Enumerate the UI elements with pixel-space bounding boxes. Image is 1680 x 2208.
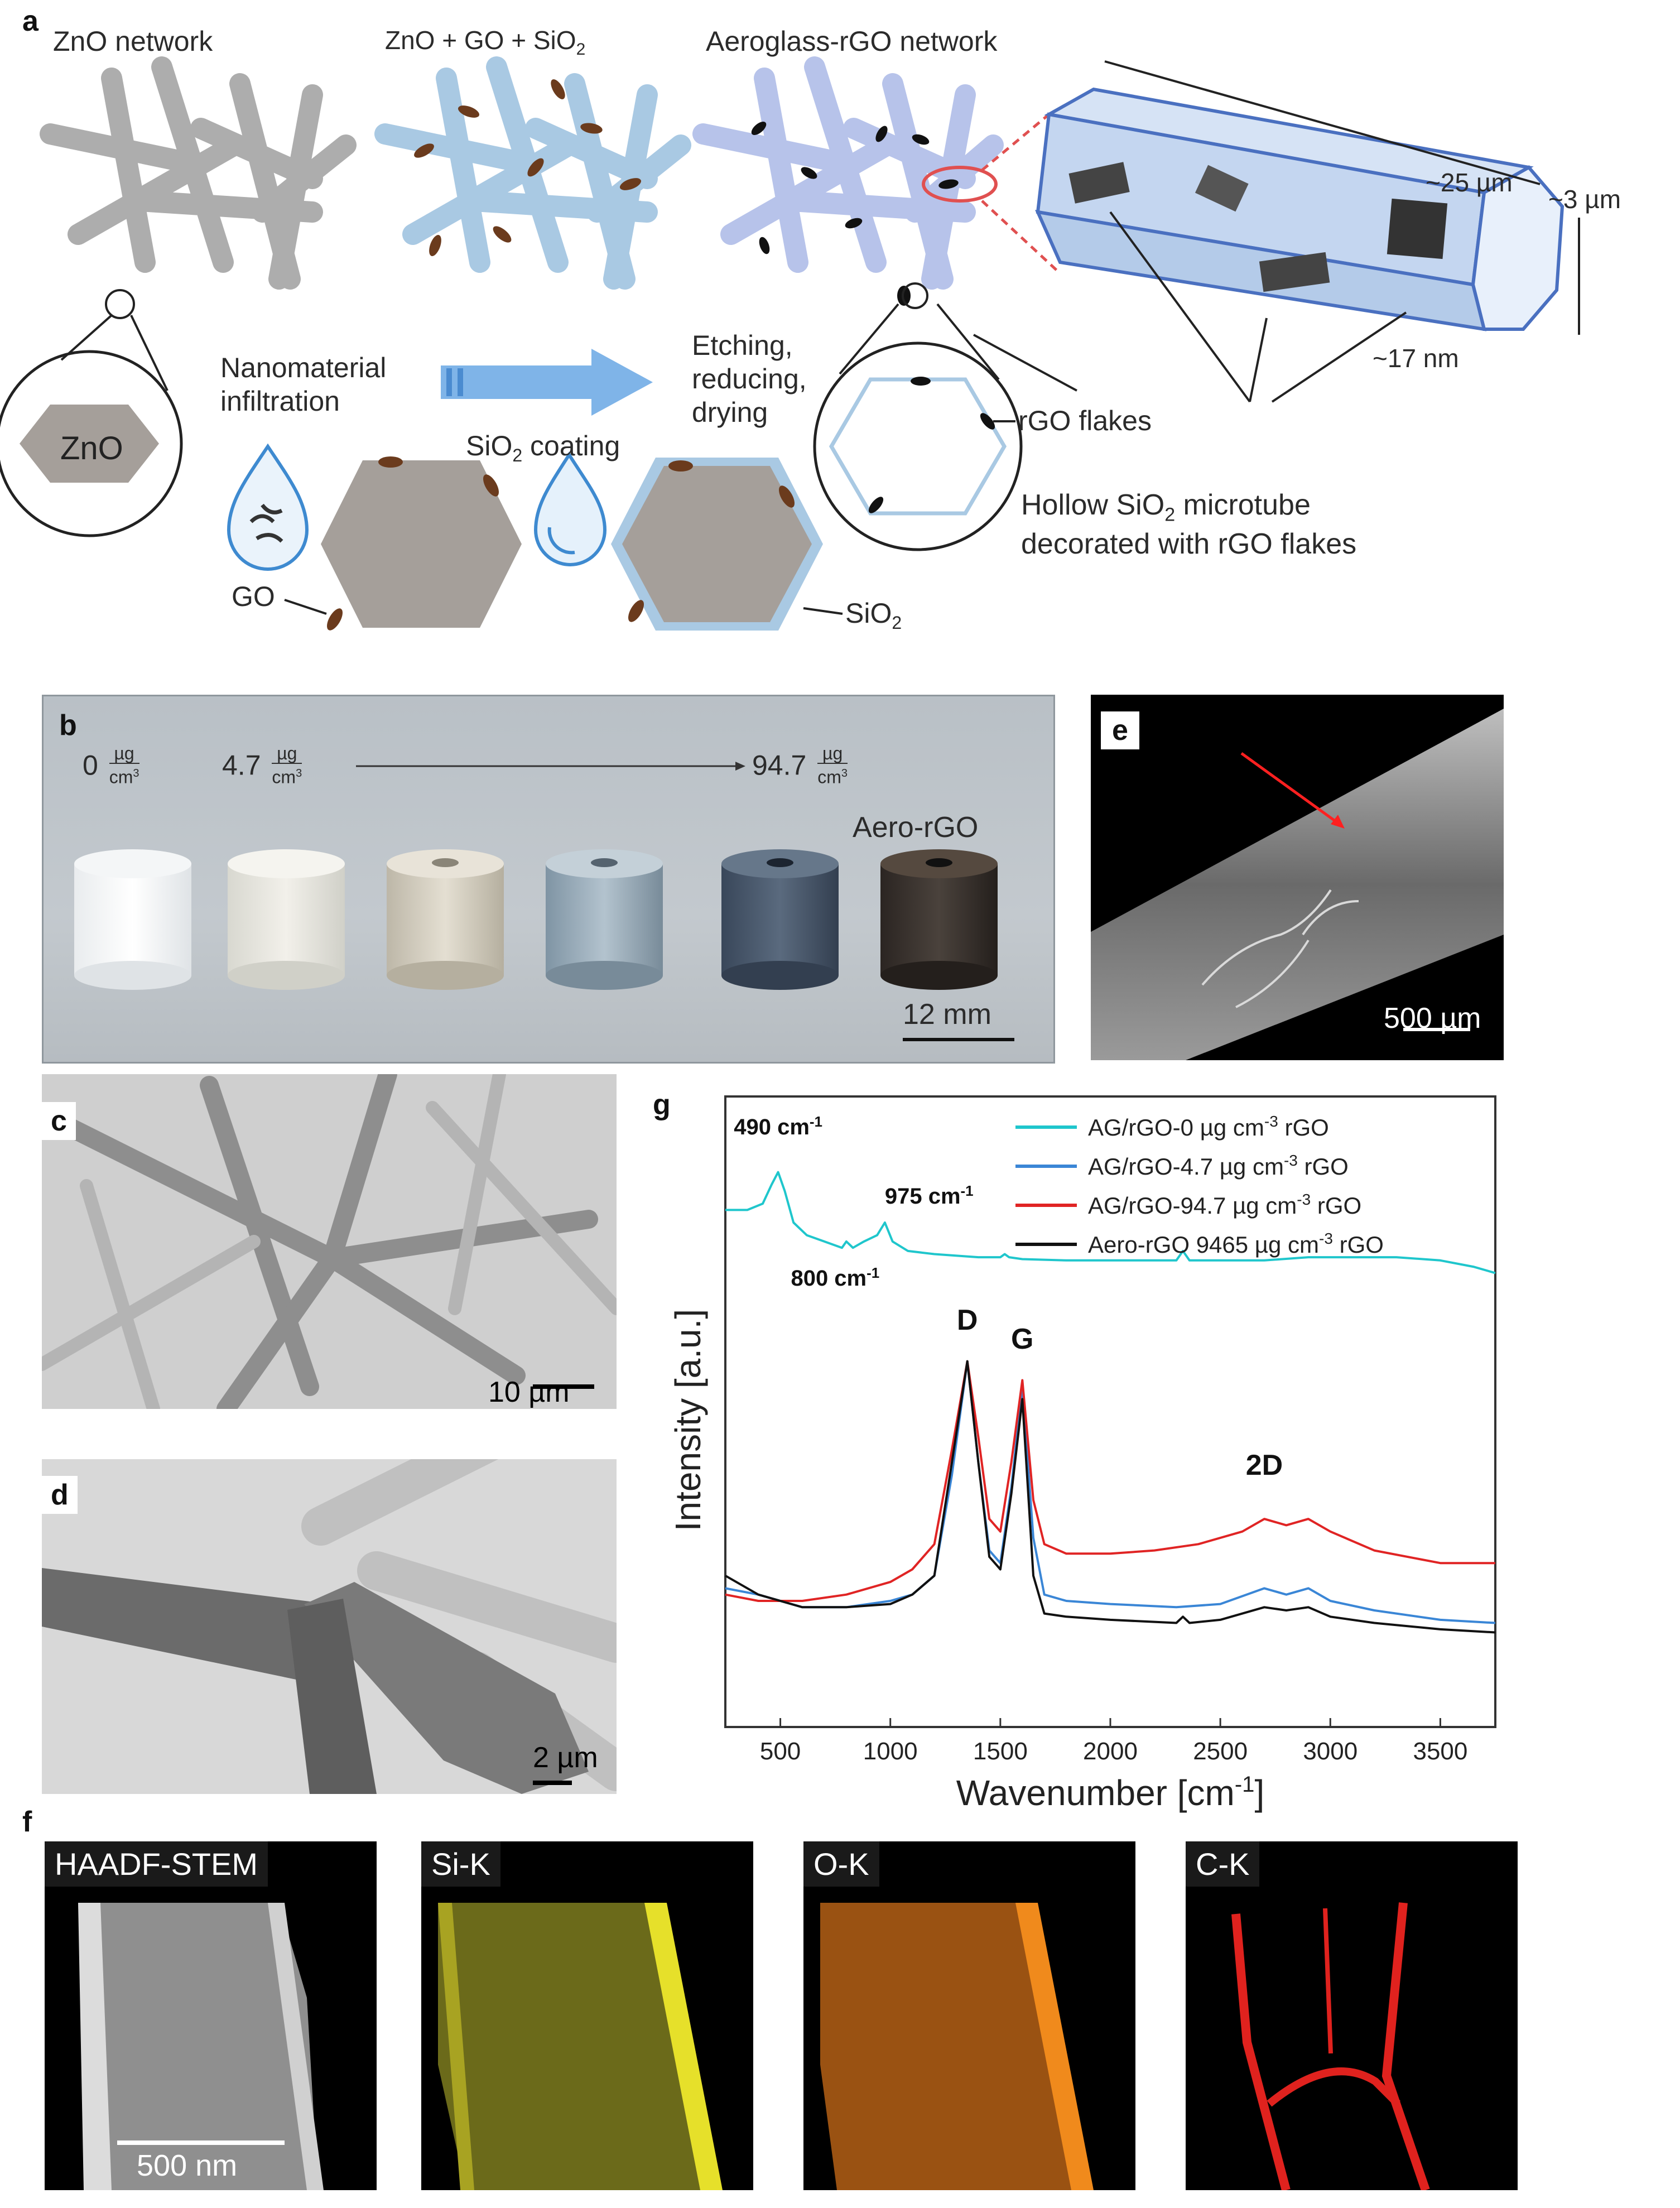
x-tick-label: 2000 [1083, 1738, 1138, 1765]
legend-label-3: Aero-rGO 9465 µg cm-3 rGO [1088, 1230, 1384, 1258]
step3-line1: Etching, [692, 330, 793, 361]
peak-annotation-0: 490 cm-1 [734, 1113, 822, 1139]
x-tick-label: 1000 [863, 1738, 918, 1765]
si-k-label: Si-K [421, 1841, 500, 1887]
haadf-stem-map: HAADF-STEM 500 nm [45, 1841, 377, 2190]
x-tick-label: 3500 [1413, 1738, 1467, 1765]
panel-b-label: b [59, 709, 77, 742]
go-label: GO [232, 581, 275, 612]
panel-e-scale-label: 500 µm [1384, 1002, 1481, 1035]
zno-go-sio2-title: ZnO + GO + SiO2 [385, 26, 586, 59]
peak-annotation-1: 975 cm-1 [885, 1182, 974, 1209]
sem-e-fiber [1091, 709, 1504, 1060]
conc-4-7: 4.7 µg cm3 [222, 743, 302, 787]
peak-annotation-5: 2D [1246, 1449, 1283, 1481]
step1-line2: infiltration [220, 386, 340, 417]
legend-label-0: AG/rGO-0 µg cm-3 rGO [1088, 1113, 1329, 1141]
x-tick-label: 3000 [1303, 1738, 1358, 1765]
go-hexagon [284, 456, 522, 631]
schematic-illustration [0, 56, 1580, 631]
go-drop [227, 443, 309, 571]
x-tick-label: 2500 [1193, 1738, 1248, 1765]
sem-image-e: e 500 µm [1091, 695, 1504, 1060]
panel-c-label: c [42, 1102, 76, 1140]
sem-d-tubes [42, 1459, 617, 1794]
panel-f-scale-label: 500 nm [137, 2149, 238, 2182]
aero-rgo-label: Aero-rGO [853, 811, 979, 844]
panel-e-label: e [1101, 711, 1139, 749]
panel-d-label: d [42, 1476, 78, 1514]
o-k-label: O-K [803, 1841, 879, 1887]
peak-annotation-4: G [1011, 1323, 1033, 1355]
panel-f-label: f [22, 1806, 32, 1838]
sem-c-network [42, 1074, 617, 1409]
process-arrow [441, 349, 653, 416]
microtube-drawing [1034, 60, 1580, 335]
dim-wall: ~17 nm [1373, 344, 1459, 373]
sio2-label: SiO2 [845, 598, 902, 633]
sample-cylinders [74, 849, 1014, 1041]
zno-cross-section [0, 289, 183, 537]
c-k-map: C-K [1186, 1841, 1518, 2190]
zoom-ellipse [922, 166, 998, 203]
peak-annotations: 490 cm-1 975 cm-1 800 cm-1D G 2D [734, 1113, 1283, 1481]
dim-diameter: ~3 µm [1548, 185, 1621, 214]
sio2-drop [533, 451, 607, 566]
series-lines [725, 1171, 1496, 1634]
panel-g-label: g [653, 1089, 671, 1121]
series-line-0 [725, 1171, 1496, 1274]
legend-label-2: AG/rGO-94.7 µg cm-3 rGO [1088, 1191, 1361, 1219]
step3-line3: drying [692, 397, 768, 428]
rgo-flakes-small-label: rGO flakes [1018, 405, 1152, 436]
y-axis-label: Intensity [a.u.] [668, 1309, 708, 1531]
legend: AG/rGO-0 µg cm-3 rGO AG/rGO-4.7 µg cm-3 r… [1015, 1113, 1384, 1258]
rgo-pointer-lines [1109, 211, 1407, 403]
x-tick-label: 500 [760, 1738, 801, 1765]
dim-length: ~25 µm [1426, 168, 1513, 197]
hollow-tube-cross-section [813, 282, 1077, 551]
si-k-map: Si-K [421, 1841, 753, 2190]
sio2-hexagon [611, 458, 843, 631]
x-axis-label: Wavenumber [cm-1] [956, 1772, 1264, 1813]
step1-line1: Nanomaterial [220, 352, 387, 383]
zoom-lines [981, 113, 1061, 275]
zno-network-title: ZnO network [53, 26, 213, 57]
c-k-label: C-K [1186, 1841, 1260, 1887]
x-tick-label: 1500 [973, 1738, 1028, 1765]
sem-image-c: c 10 µm [42, 1074, 617, 1409]
panel-b-scale-label: 12 mm [903, 998, 991, 1031]
concentration-arrow [356, 762, 745, 771]
conc-0: 0 µg cm3 [83, 743, 139, 787]
o-k-map: O-K [803, 1841, 1135, 2190]
series-line-2 [725, 1360, 1495, 1602]
series-line-3 [725, 1360, 1496, 1634]
zno-network-drawing [40, 56, 357, 290]
hollow-line1: Hollow SiO2 microtube [1021, 489, 1311, 526]
peak-annotation-2: 800 cm-1 [791, 1264, 879, 1291]
aerogel-samples-photo: b 0 µg cm3 4.7 µg cm3 94.7 µg cm3 Aero-r… [42, 695, 1055, 1064]
legend-label-1: AG/rGO-4.7 µg cm-3 rGO [1088, 1152, 1349, 1180]
sem-image-d: d 2 µm [42, 1459, 617, 1794]
panel-d-scale-label: 2 µm [533, 1742, 598, 1774]
raman-spectra-chart: 500 1000 1500 2000 2500 3000 3500 AG/rGO-0 µg … [668, 1095, 1496, 1813]
step2-label: SiO2 coating [466, 430, 620, 465]
aeroglass-network-title: Aeroglass-rGO network [706, 26, 998, 57]
aeroglass-network-drawing [692, 56, 1004, 290]
rgo-flakes-drawing [751, 122, 959, 306]
go-flakes-drawing [414, 79, 642, 257]
conc-94-7: 94.7 µg cm3 [752, 743, 848, 787]
zno-circle-label: ZnO [60, 430, 123, 466]
panel-a-label: a [22, 5, 38, 37]
hollow-line2: decorated with rGO flakes [1021, 528, 1357, 560]
plot-frame [724, 1095, 1496, 1728]
x-axis-ticks: 500 1000 1500 2000 2500 3000 3500 [760, 1718, 1467, 1765]
panel-c-scale-label: 10 µm [488, 1376, 570, 1408]
haadf-stem-label: HAADF-STEM [45, 1841, 268, 1887]
peak-annotation-3: D [957, 1304, 978, 1336]
step3-line2: reducing, [692, 363, 807, 395]
